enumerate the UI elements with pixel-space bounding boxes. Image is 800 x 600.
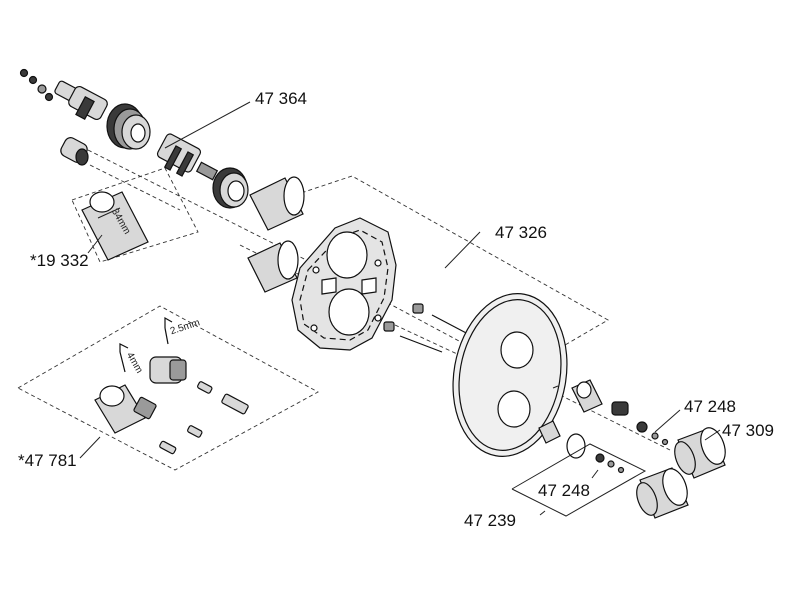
handle-lower	[636, 467, 689, 519]
tool-19332	[81, 191, 149, 261]
label-47781: *47 781	[18, 451, 77, 470]
nuts	[383, 303, 424, 332]
leader-lines	[79, 101, 721, 516]
spindle-part	[68, 85, 108, 121]
tool-mark-4mm: 4mm	[124, 351, 145, 376]
kit-cartridge-small	[149, 356, 187, 384]
tool-mark-2-5mm: 2.5mm	[169, 317, 201, 337]
kit-pin-a	[197, 381, 213, 394]
label-19332: *19 332	[30, 251, 89, 270]
label-47248-upper: 47 248	[684, 397, 736, 416]
threaded-bushing	[106, 103, 151, 150]
label-47364: 47 364	[255, 89, 307, 108]
kit-spindle	[221, 393, 249, 415]
hex-key-2-5mm	[164, 316, 173, 345]
group-outline-19332	[71, 167, 199, 263]
label-47326: 47 326	[495, 223, 547, 242]
label-47309: 47 309	[722, 421, 774, 440]
valve-insert-right	[571, 379, 603, 413]
mounting-plate	[291, 217, 397, 351]
small-fittings-right	[595, 421, 669, 474]
hex-key-4mm	[119, 343, 129, 373]
escutcheon-plate	[452, 293, 568, 457]
screws-long	[399, 314, 471, 353]
thermostat-cartridge	[156, 133, 219, 181]
sleeve-lower	[247, 240, 299, 293]
adapter-small	[611, 401, 629, 416]
label-47239: 47 239	[464, 511, 516, 530]
sleeve-upper	[249, 176, 305, 231]
handle-upper	[674, 427, 726, 479]
o-ring	[566, 433, 586, 459]
group-outline-47326	[294, 175, 609, 346]
kit-pin-b	[187, 425, 203, 438]
kit-pin-c	[159, 440, 177, 455]
group-outline-47781	[17, 305, 319, 471]
kit-cartridge-large	[94, 384, 157, 434]
cap-nut	[60, 137, 89, 166]
collar-left	[538, 420, 561, 444]
main-axis	[87, 149, 671, 451]
label-47248-lower: 47 248	[538, 481, 590, 500]
retaining-ring	[212, 167, 249, 209]
group-outline-47239	[511, 443, 647, 517]
small-screws-cluster	[19, 68, 78, 102]
